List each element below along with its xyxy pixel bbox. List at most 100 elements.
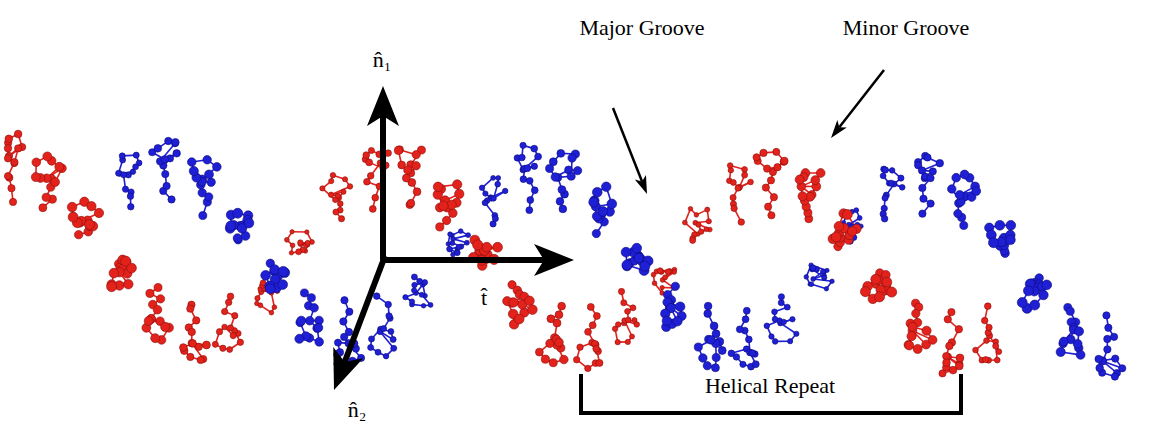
atom-layer — [4, 130, 1126, 380]
atom — [297, 316, 306, 325]
atom — [632, 243, 642, 253]
atom — [409, 299, 414, 304]
atom — [618, 288, 624, 294]
atom — [587, 303, 594, 310]
atom — [730, 195, 736, 201]
repeat-label: Helical Repeat — [702, 373, 838, 398]
atom — [568, 154, 576, 162]
atom — [203, 341, 211, 349]
atom — [704, 302, 712, 310]
atom — [703, 362, 711, 370]
atom — [904, 340, 913, 349]
atom — [615, 339, 620, 344]
atom — [341, 189, 346, 194]
atom — [482, 200, 488, 206]
atom — [882, 277, 892, 287]
arrow-shaft — [381, 257, 544, 263]
atom — [289, 251, 293, 255]
atom — [341, 297, 348, 304]
atom — [375, 349, 381, 355]
atom — [230, 332, 236, 338]
atom — [453, 180, 462, 189]
atom — [936, 159, 944, 167]
atom — [491, 175, 496, 180]
atom — [556, 197, 564, 205]
atom — [233, 234, 242, 243]
atom — [573, 167, 581, 175]
atom — [640, 261, 650, 271]
atom — [673, 317, 682, 326]
atom — [133, 152, 139, 158]
atom — [32, 158, 41, 167]
atom — [553, 319, 561, 327]
atom — [671, 282, 679, 290]
atom — [369, 205, 376, 212]
atom — [412, 162, 420, 170]
arrow-shaft — [613, 108, 642, 181]
atom — [363, 152, 370, 159]
atom — [842, 210, 852, 220]
atom — [738, 219, 745, 226]
atom — [752, 361, 759, 368]
atom — [161, 156, 169, 164]
atom — [712, 353, 720, 361]
atom — [121, 172, 127, 178]
atom — [403, 295, 408, 300]
atom — [207, 178, 215, 186]
groove-label: Minor Groove — [840, 15, 972, 40]
atom — [535, 153, 542, 160]
atom — [767, 177, 774, 184]
tangent-axis-arrow — [381, 244, 574, 276]
atom — [340, 318, 347, 325]
atom — [199, 212, 207, 220]
atom — [585, 328, 592, 335]
atom — [404, 166, 412, 174]
atom — [705, 207, 710, 212]
atom — [928, 335, 937, 344]
atom — [955, 362, 963, 370]
atom — [300, 289, 308, 297]
atom — [860, 287, 870, 297]
atom — [589, 322, 596, 329]
atom — [946, 342, 953, 349]
atom — [745, 336, 752, 343]
atom — [559, 205, 567, 213]
atom — [227, 347, 233, 353]
atom — [788, 339, 793, 344]
atom — [531, 187, 538, 194]
atom — [220, 345, 226, 351]
atom — [541, 355, 549, 363]
atom — [1066, 307, 1074, 315]
atom — [1105, 324, 1112, 331]
atom — [558, 302, 566, 310]
atom — [811, 176, 820, 185]
atom — [769, 334, 774, 339]
atom — [1095, 355, 1102, 362]
atom — [1076, 350, 1085, 359]
atom — [67, 202, 77, 212]
atom — [127, 203, 134, 210]
atom — [337, 201, 343, 207]
atom — [1006, 220, 1016, 230]
atom — [334, 339, 341, 346]
arrow-head — [333, 347, 363, 390]
atom — [338, 216, 344, 222]
atom — [762, 184, 769, 191]
atom — [442, 216, 450, 224]
atom — [790, 317, 795, 322]
atom — [43, 152, 52, 161]
atom — [810, 265, 816, 271]
atom — [187, 305, 194, 312]
atom — [278, 266, 288, 276]
atom — [450, 241, 455, 246]
atom — [912, 309, 920, 317]
atom — [993, 343, 999, 349]
atom — [830, 279, 835, 284]
atom — [943, 359, 951, 367]
atom — [394, 146, 402, 154]
atom — [31, 173, 40, 182]
atom — [198, 189, 206, 197]
atom — [51, 178, 60, 187]
atom — [981, 317, 987, 323]
